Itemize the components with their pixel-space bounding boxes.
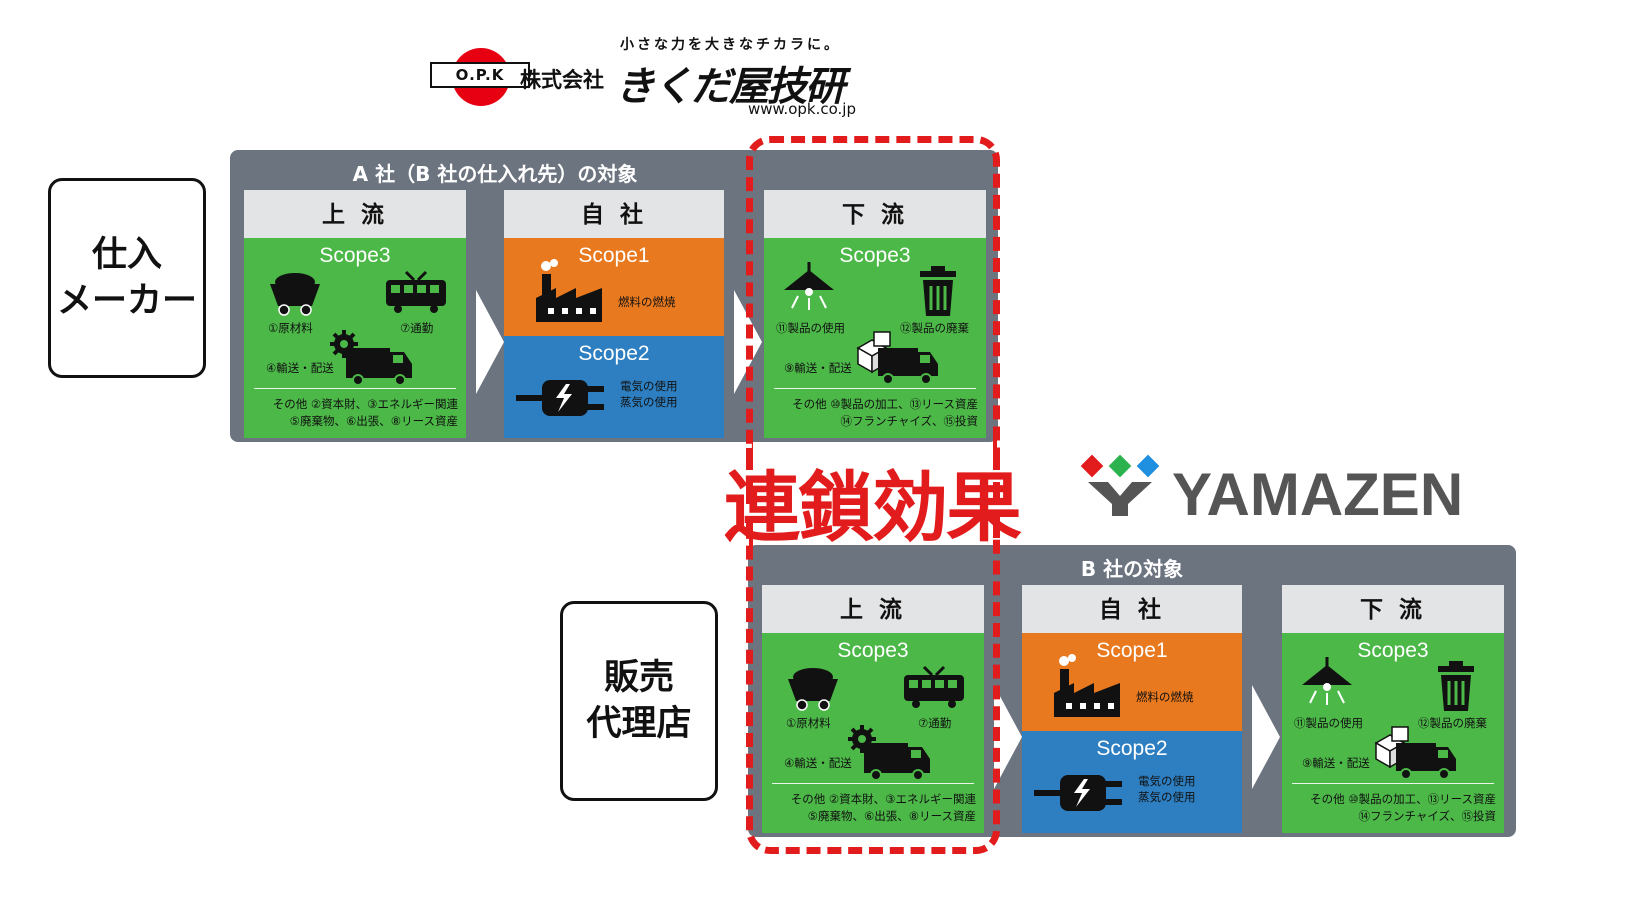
sales-agent-box: 販売 代理店 bbox=[560, 601, 718, 801]
train-icon bbox=[904, 665, 964, 708]
opk-logo-url: www.opk.co.jp bbox=[748, 100, 856, 118]
lamp-icon bbox=[784, 262, 834, 310]
top-steam: 蒸気の使用 bbox=[620, 395, 678, 409]
bottom-upstream-column: 上 流 Scope3 ①原材料 ⑦通勤 ④輸送・配送 その他 ②資本財、③エネル… bbox=[762, 585, 984, 833]
bottom-up-commute: ⑦通勤 bbox=[918, 716, 952, 730]
gear-truck-icon bbox=[330, 330, 412, 386]
dash-connector-right bbox=[993, 448, 1000, 538]
top-up-other: その他 ②資本財、③エネルギー関連 ⑤廃棄物、⑥出張、⑧リース資産 bbox=[272, 397, 458, 428]
bottom-up-transport: ④輸送・配送 bbox=[784, 756, 852, 770]
top-scope2-block: Scope2 電気の使用 蒸気の使用 bbox=[504, 336, 724, 438]
top-down-separator bbox=[774, 388, 976, 389]
top-up-separator bbox=[254, 388, 456, 389]
panel-company-a-title: A 社（B 社の仕入れ先）の対象 bbox=[352, 162, 638, 186]
top-up-raw: ①原材料 bbox=[268, 321, 313, 335]
bottom-upstream-highlight bbox=[746, 538, 1000, 854]
top-down-use: ⑪製品の使用 bbox=[776, 321, 845, 335]
top-fuel: 燃料の燃焼 bbox=[618, 295, 676, 309]
top-upstream-scope: Scope3 bbox=[319, 244, 391, 267]
bottom-steam: 蒸気の使用 bbox=[1138, 790, 1196, 804]
bottom-up-separator bbox=[772, 783, 974, 784]
panel-company-b: B 社の対象 上 流 Scope3 ①原材料 ⑦通勤 ④輸送・配送 その他 ②資… bbox=[748, 545, 1516, 837]
top-down-transport: ⑨輸送・配送 bbox=[784, 361, 852, 375]
bottom-down-separator bbox=[1292, 783, 1494, 784]
top-scope2-label: Scope2 bbox=[578, 342, 650, 365]
opk-logo: O.P.K 株式会社 小さな力を大きなチカラに。 きくだ屋技研 www.opk.… bbox=[430, 30, 870, 120]
top-self-column: 自 社 Scope1 燃料の燃焼 Scope2 電気の使用 蒸気の使用 bbox=[504, 190, 724, 438]
bottom-down-transport: ⑨輸送・配送 bbox=[1302, 756, 1370, 770]
bottom-down-other: その他 ⑩製品の加工、⑬リース資産 ⑭フランチャイズ、⑮投資 bbox=[1310, 792, 1496, 823]
bottom-fuel: 燃料の燃焼 bbox=[1136, 690, 1194, 704]
top-downstream-scope: Scope3 bbox=[839, 244, 911, 267]
supplier-maker-label: 仕入 メーカー bbox=[56, 235, 197, 321]
opk-logo-name: きくだ屋技研 bbox=[615, 64, 845, 110]
top-up-commute: ⑦通勤 bbox=[400, 321, 434, 335]
bottom-arrow-2 bbox=[1252, 685, 1280, 789]
bottom-down-disposal: ⑫製品の廃棄 bbox=[1418, 716, 1487, 730]
bottom-upstream-scope: Scope3 bbox=[837, 639, 909, 662]
opk-logo-tagline: 小さな力を大きなチカラに。 bbox=[620, 37, 841, 53]
lamp-icon bbox=[1302, 657, 1352, 705]
coal-cart-icon bbox=[788, 668, 838, 711]
top-self-head: 自 社 bbox=[504, 190, 724, 238]
bottom-elec: 電気の使用 bbox=[1138, 774, 1196, 788]
train-icon bbox=[386, 270, 446, 313]
bottom-scope1-block: Scope1 燃料の燃焼 bbox=[1022, 633, 1242, 731]
top-downstream-column: 下 流 Scope3 ⑪製品の使用 ⑫製品の廃棄 ⑨輸送・配送 その他 ⑩製品の… bbox=[764, 190, 986, 438]
top-scope1-label: Scope1 bbox=[578, 244, 650, 267]
dash-connector-left bbox=[746, 448, 753, 538]
package-truck-icon bbox=[856, 331, 938, 385]
top-upstream-column: 上 流 Scope3 ①原材料 ⑦通勤 ④輸送・配送 その他 ②資本財、③エネル… bbox=[244, 190, 466, 438]
plug-icon bbox=[1034, 775, 1122, 811]
opk-logo-badge: O.P.K bbox=[430, 62, 530, 88]
supplier-maker-box: 仕入 メーカー bbox=[48, 178, 206, 378]
yamazen-logo-text: YAMAZEN bbox=[1172, 461, 1464, 528]
bottom-upstream-head: 上 流 bbox=[762, 585, 984, 633]
bottom-scope1-label: Scope1 bbox=[1096, 639, 1168, 662]
chain-effect-label: 連鎖効果 bbox=[724, 463, 1022, 552]
panel-company-a: A 社（B 社の仕入れ先）の対象 上 流 Scope3 ①原材料 ⑦通勤 ④輸送… bbox=[230, 150, 998, 442]
bottom-down-use: ⑪製品の使用 bbox=[1294, 716, 1363, 730]
coal-cart-icon bbox=[270, 273, 320, 316]
top-downstream-highlight bbox=[746, 136, 1000, 448]
top-elec: 電気の使用 bbox=[620, 379, 678, 393]
trash-icon bbox=[920, 266, 956, 316]
bottom-downstream-scope: Scope3 bbox=[1357, 639, 1429, 662]
bottom-scope2-block: Scope2 電気の使用 蒸気の使用 bbox=[1022, 731, 1242, 833]
top-upstream-head: 上 流 bbox=[244, 190, 466, 238]
factory-icon bbox=[1054, 654, 1120, 717]
top-down-other: その他 ⑩製品の加工、⑬リース資産 ⑭フランチャイズ、⑮投資 bbox=[792, 397, 978, 428]
bottom-scope2-label: Scope2 bbox=[1096, 737, 1168, 760]
bottom-up-raw: ①原材料 bbox=[786, 716, 831, 730]
plug-icon bbox=[516, 380, 604, 416]
factory-icon bbox=[536, 259, 602, 322]
package-truck-icon bbox=[1374, 726, 1456, 780]
bottom-self-column: 自 社 Scope1 燃料の燃焼 Scope2 電気の使用 蒸気の使用 bbox=[1022, 585, 1242, 833]
opk-logo-kabushiki: 株式会社 bbox=[520, 68, 604, 92]
sales-agent-label: 販売 代理店 bbox=[586, 658, 692, 744]
yamazen-logo-mark bbox=[1080, 454, 1160, 516]
bottom-downstream-column: 下 流 Scope3 ⑪製品の使用 ⑫製品の廃棄 ⑨輸送・配送 その他 ⑩製品の… bbox=[1282, 585, 1504, 833]
top-downstream-head: 下 流 bbox=[764, 190, 986, 238]
bottom-up-other: その他 ②資本財、③エネルギー関連 ⑤廃棄物、⑥出張、⑧リース資産 bbox=[790, 792, 976, 823]
top-down-disposal: ⑫製品の廃棄 bbox=[900, 321, 969, 335]
bottom-self-head: 自 社 bbox=[1022, 585, 1242, 633]
top-arrow-1 bbox=[476, 290, 504, 394]
gear-truck-icon bbox=[848, 725, 930, 781]
panel-company-b-title: B 社の対象 bbox=[1080, 557, 1184, 581]
bottom-downstream-head: 下 流 bbox=[1282, 585, 1504, 633]
top-scope1-block: Scope1 燃料の燃焼 bbox=[504, 238, 724, 336]
top-up-transport: ④輸送・配送 bbox=[266, 361, 334, 375]
trash-icon bbox=[1438, 661, 1474, 711]
